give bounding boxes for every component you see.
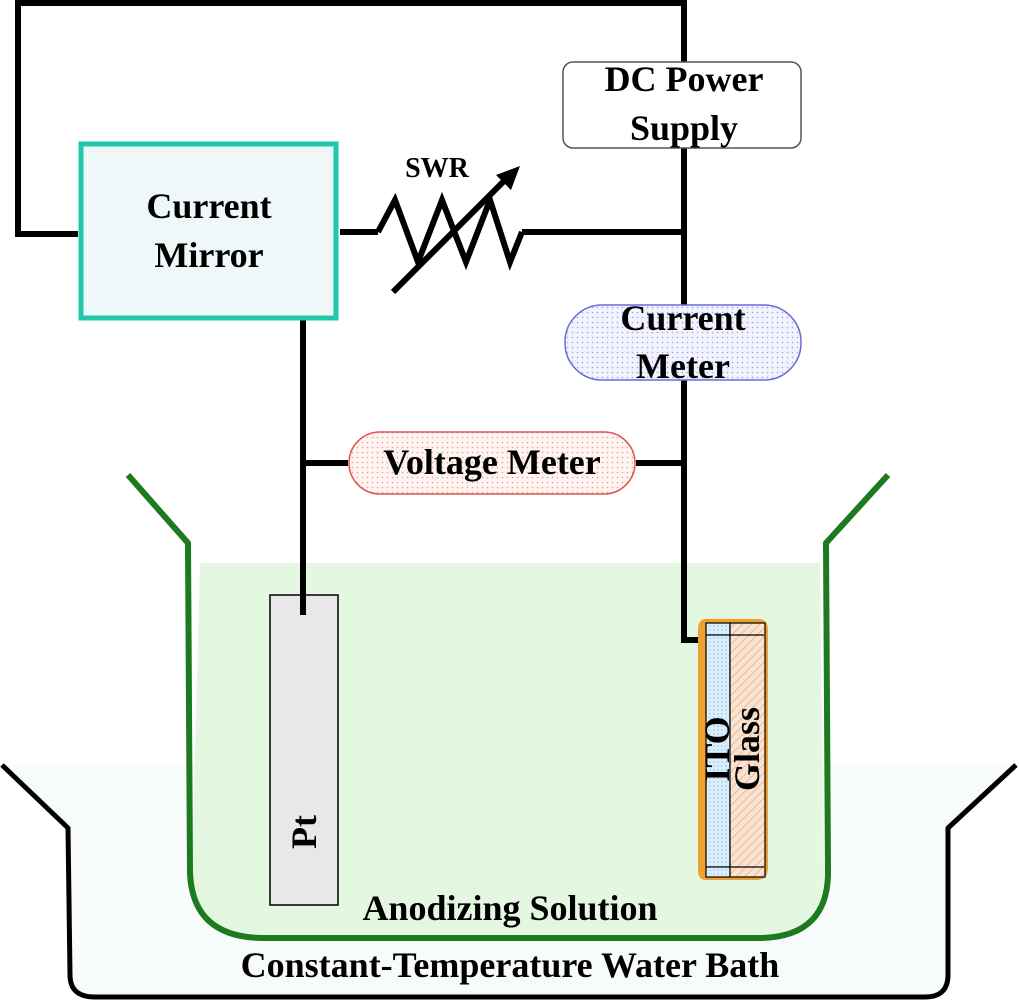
- anodizing-solution-label: Anodizing Solution: [362, 888, 657, 928]
- water-bath-label: Constant-Temperature Water Bath: [241, 945, 780, 985]
- voltage-meter-label: Voltage Meter: [383, 442, 601, 482]
- pt-electrode-label: Pt: [284, 815, 324, 849]
- dc-power-supply-label-line2: Supply: [630, 108, 738, 148]
- swr-variable-resistor: [375, 166, 525, 295]
- beaker-outline: [125, 472, 891, 941]
- swr-label: SWR: [405, 153, 470, 184]
- current-mirror-label-line1: Current: [146, 186, 271, 226]
- dc-power-supply-box: [562, 61, 802, 149]
- current-mirror-label-line2: Mirror: [154, 235, 263, 275]
- ito-layer: [705, 622, 731, 878]
- current-mirror-box: [78, 141, 339, 321]
- glass-label: Glass: [727, 707, 767, 791]
- anodizing-solution-fill: [192, 563, 825, 937]
- current-meter-box: [564, 304, 802, 381]
- pt-electrode: [269, 594, 339, 906]
- ito-label: ITO: [697, 716, 737, 781]
- ito-glass-electrode: [698, 619, 768, 880]
- swr-adjust-arrow: [390, 175, 510, 295]
- glass-layer: [729, 622, 766, 878]
- dc-power-supply-label-line1: DC Power: [605, 59, 764, 99]
- voltage-meter-box: [348, 431, 636, 495]
- arrowhead-icon: [496, 166, 520, 190]
- current-meter-label-line2: Meter: [636, 346, 730, 386]
- current-meter-label-line1: Current: [620, 298, 745, 338]
